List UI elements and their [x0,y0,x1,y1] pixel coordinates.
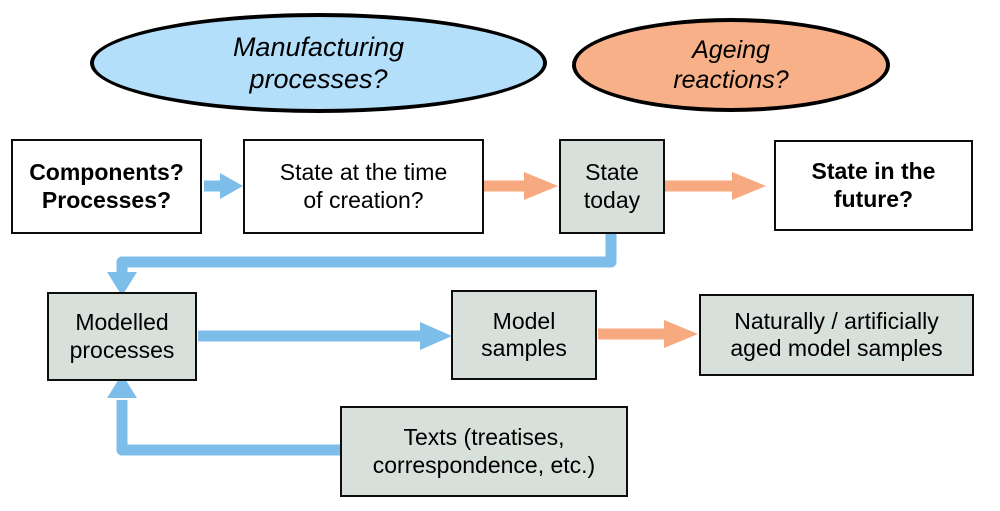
connector-modelled-to-model-samples [198,322,452,350]
box-model-samples[interactable]: Model samples [451,290,597,380]
ellipse-manufacturing-processes[interactable]: Manufacturing processes? [90,13,547,113]
connector-texts-to-modelled-processes [107,374,341,456]
connector-state-today-to-modelled-processes [107,233,617,296]
box-model-samples-label: Model samples [481,307,567,361]
ellipse-ageing-reactions[interactable]: Ageing reactions? [572,18,890,112]
box-modelled-processes[interactable]: Modelled processes [47,292,197,381]
connector-state-today-to-future [665,172,766,200]
box-components-processes-label: Components? Processes? [29,159,184,213]
ellipse-ageing-reactions-label: Ageing reactions? [673,36,789,94]
box-state-in-the-future-label: State in the future? [811,158,936,212]
box-state-today-label: State today [583,159,641,213]
box-aged-model-samples[interactable]: Naturally / artificially aged model samp… [699,294,974,376]
ellipse-manufacturing-processes-label: Manufacturing processes? [232,31,405,94]
connector-model-samples-to-aged-samples [598,320,698,348]
box-modelled-processes-label: Modelled processes [69,309,175,363]
connector-components-to-creation [204,173,243,199]
box-texts-label: Texts (treatises, correspondence, etc.) [372,424,596,478]
box-state-in-the-future[interactable]: State in the future? [774,140,973,231]
connector-creation-to-state-today [484,172,558,200]
box-aged-model-samples-label: Naturally / artificially aged model samp… [730,307,943,361]
box-state-today[interactable]: State today [559,139,665,234]
box-texts[interactable]: Texts (treatises, correspondence, etc.) [340,406,628,497]
box-state-at-creation[interactable]: State at the time of creation? [243,139,484,234]
box-components-processes[interactable]: Components? Processes? [11,139,202,234]
box-state-at-creation-label: State at the time of creation? [279,159,448,213]
